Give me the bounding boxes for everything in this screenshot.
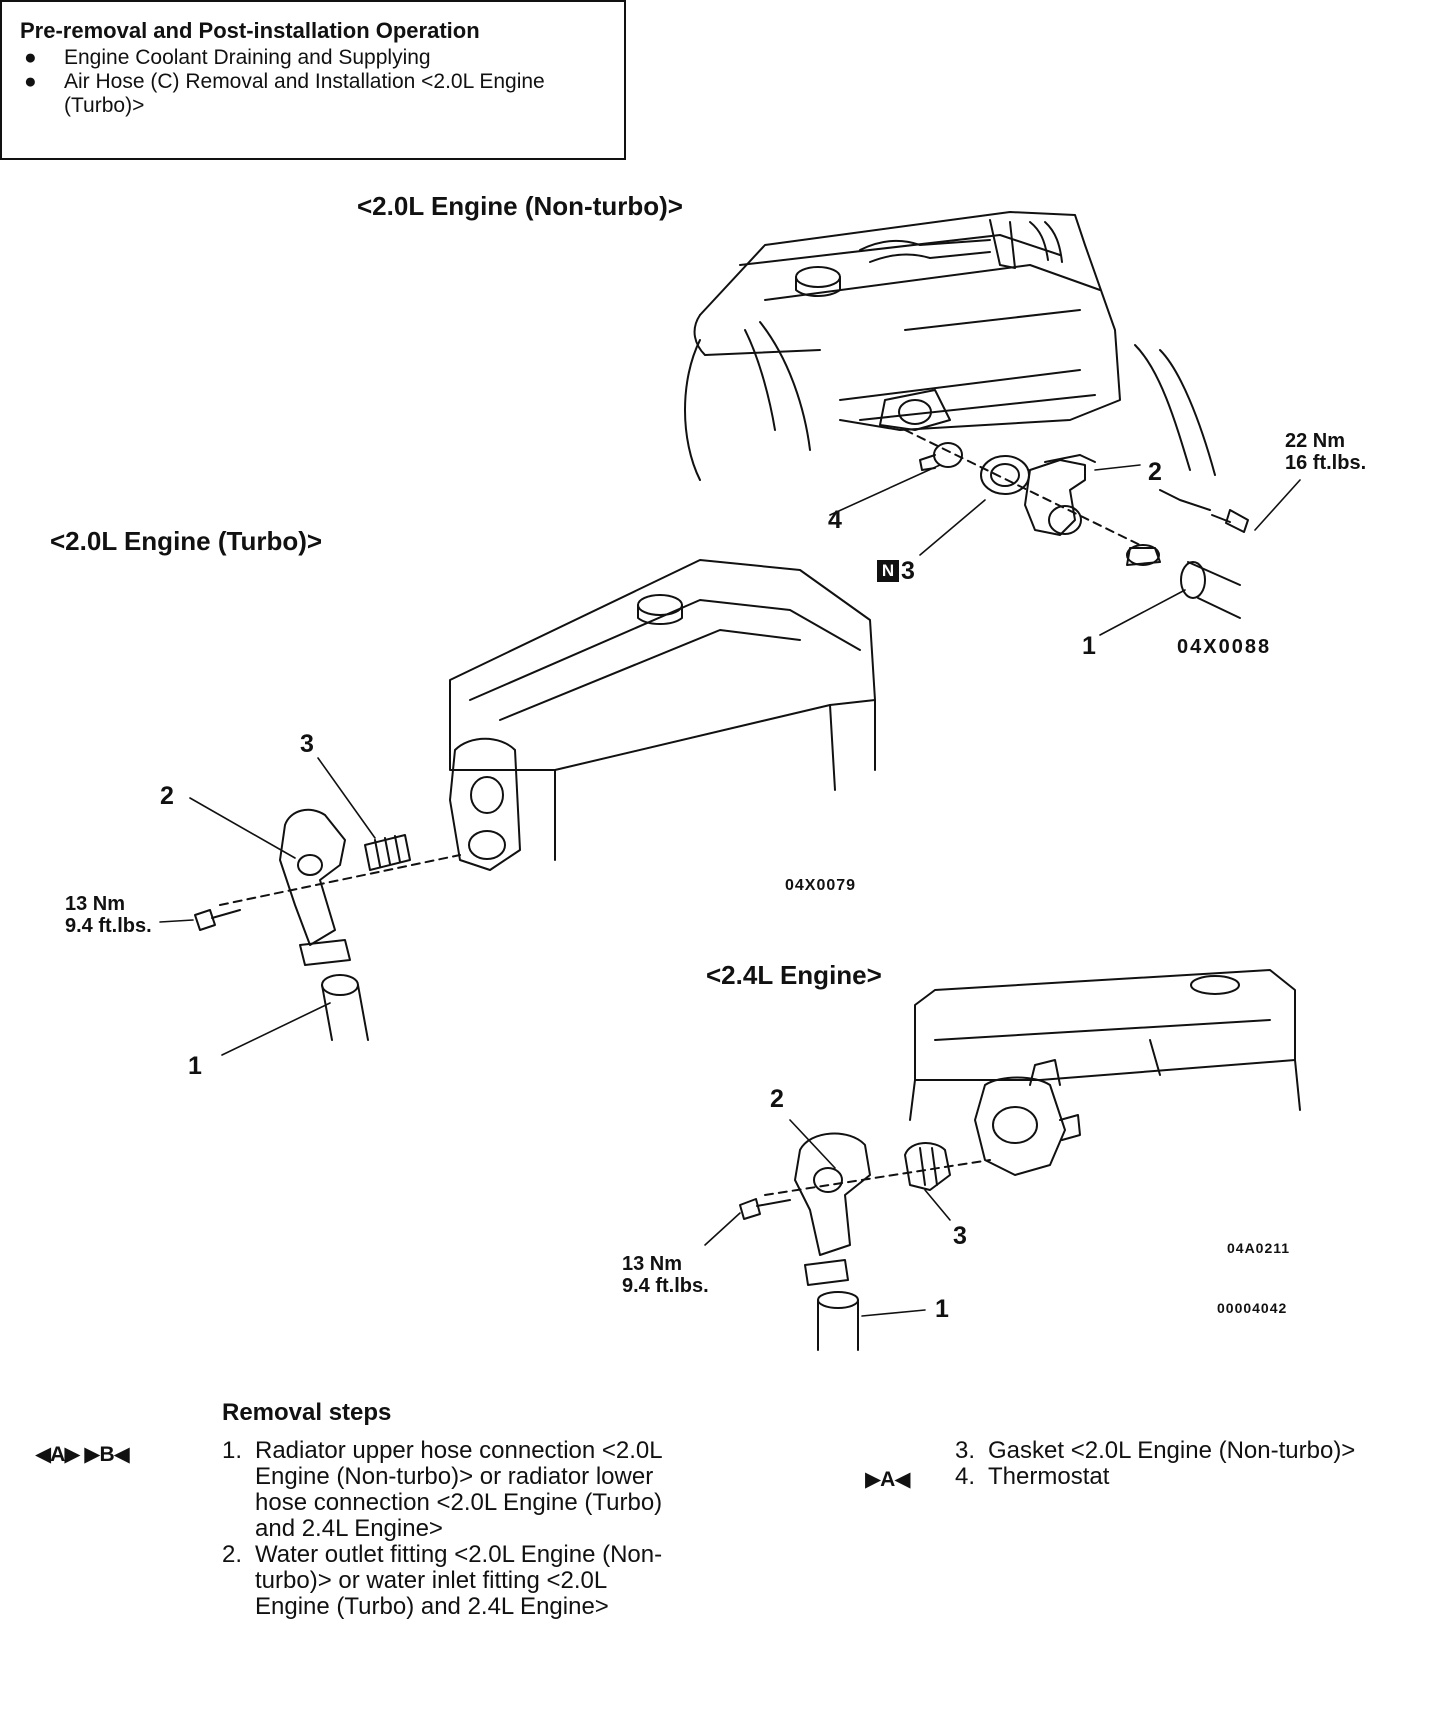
removal-step: 2.Water outlet fitting <2.0L Engine (Non… bbox=[222, 1541, 663, 1620]
removal-step: 1.Radiator upper hose connection <2.0L E… bbox=[222, 1437, 663, 1542]
nonturbo-torque: 22 Nm 16 ft.lbs. bbox=[1285, 430, 1367, 474]
pre-removal-item: ●Air Hose (C) Removal and Installation <… bbox=[24, 70, 545, 117]
nonturbo-engine-drawing bbox=[684, 211, 1301, 636]
e24-drawing-number: 00004042 bbox=[1217, 1300, 1288, 1316]
new-part-badge: N bbox=[877, 560, 899, 582]
pre-removal-list: ●Engine Coolant Draining and Supplying ●… bbox=[14, 46, 594, 118]
removal-steps-title: Removal steps bbox=[222, 1399, 392, 1426]
e24-torque: 13 Nm 9.4 ft.lbs. bbox=[622, 1253, 709, 1297]
bullet-icon: ● bbox=[24, 70, 37, 93]
e24-callout-3: 3 bbox=[953, 1222, 967, 1250]
removal-step: 3.Gasket <2.0L Engine (Non-turbo)> bbox=[955, 1437, 1356, 1464]
turbo-callout-3: 3 bbox=[300, 730, 314, 758]
turbo-callout-2: 2 bbox=[160, 782, 174, 810]
heading-nonturbo: <2.0L Engine (Non-turbo)> bbox=[357, 191, 683, 221]
pre-removal-box: Pre-removal and Post-installation Operat… bbox=[0, 0, 626, 160]
removal-step: 4.Thermostat bbox=[955, 1463, 1110, 1490]
e24-callout-1: 1 bbox=[935, 1295, 949, 1323]
heading-turbo: <2.0L Engine (Turbo)> bbox=[50, 526, 323, 556]
heading-24: <2.4L Engine> bbox=[706, 960, 882, 990]
removal-steps-right: 3.Gasket <2.0L Engine (Non-turbo)> 4.The… bbox=[955, 1438, 1435, 1490]
turbo-callout-1: 1 bbox=[188, 1052, 202, 1080]
e24-figure-code: 04A0211 bbox=[1227, 1240, 1291, 1256]
turbo-figure-code: 04X0079 bbox=[785, 877, 857, 894]
engine-24-drawing bbox=[704, 969, 1301, 1351]
pre-removal-title: Pre-removal and Post-installation Operat… bbox=[20, 18, 480, 43]
nonturbo-callout-1: 1 bbox=[1082, 632, 1096, 660]
bullet-icon: ● bbox=[24, 46, 37, 69]
turbo-engine-drawing bbox=[159, 559, 876, 1056]
nonturbo-callout-4: 4 bbox=[828, 506, 842, 534]
e24-callout-2: 2 bbox=[770, 1085, 784, 1113]
service-point-symbols: ◀A▶ ▶B◀ bbox=[35, 1443, 130, 1466]
nonturbo-callout-2: 2 bbox=[1148, 458, 1162, 486]
removal-steps-left: 1.Radiator upper hose connection <2.0L E… bbox=[222, 1438, 672, 1620]
service-point-symbol: ▶A◀ bbox=[865, 1468, 910, 1491]
nonturbo-figure-code: 04X0088 bbox=[1177, 636, 1272, 658]
turbo-torque: 13 Nm 9.4 ft.lbs. bbox=[65, 893, 152, 937]
pre-removal-item: ●Engine Coolant Draining and Supplying bbox=[24, 46, 431, 69]
